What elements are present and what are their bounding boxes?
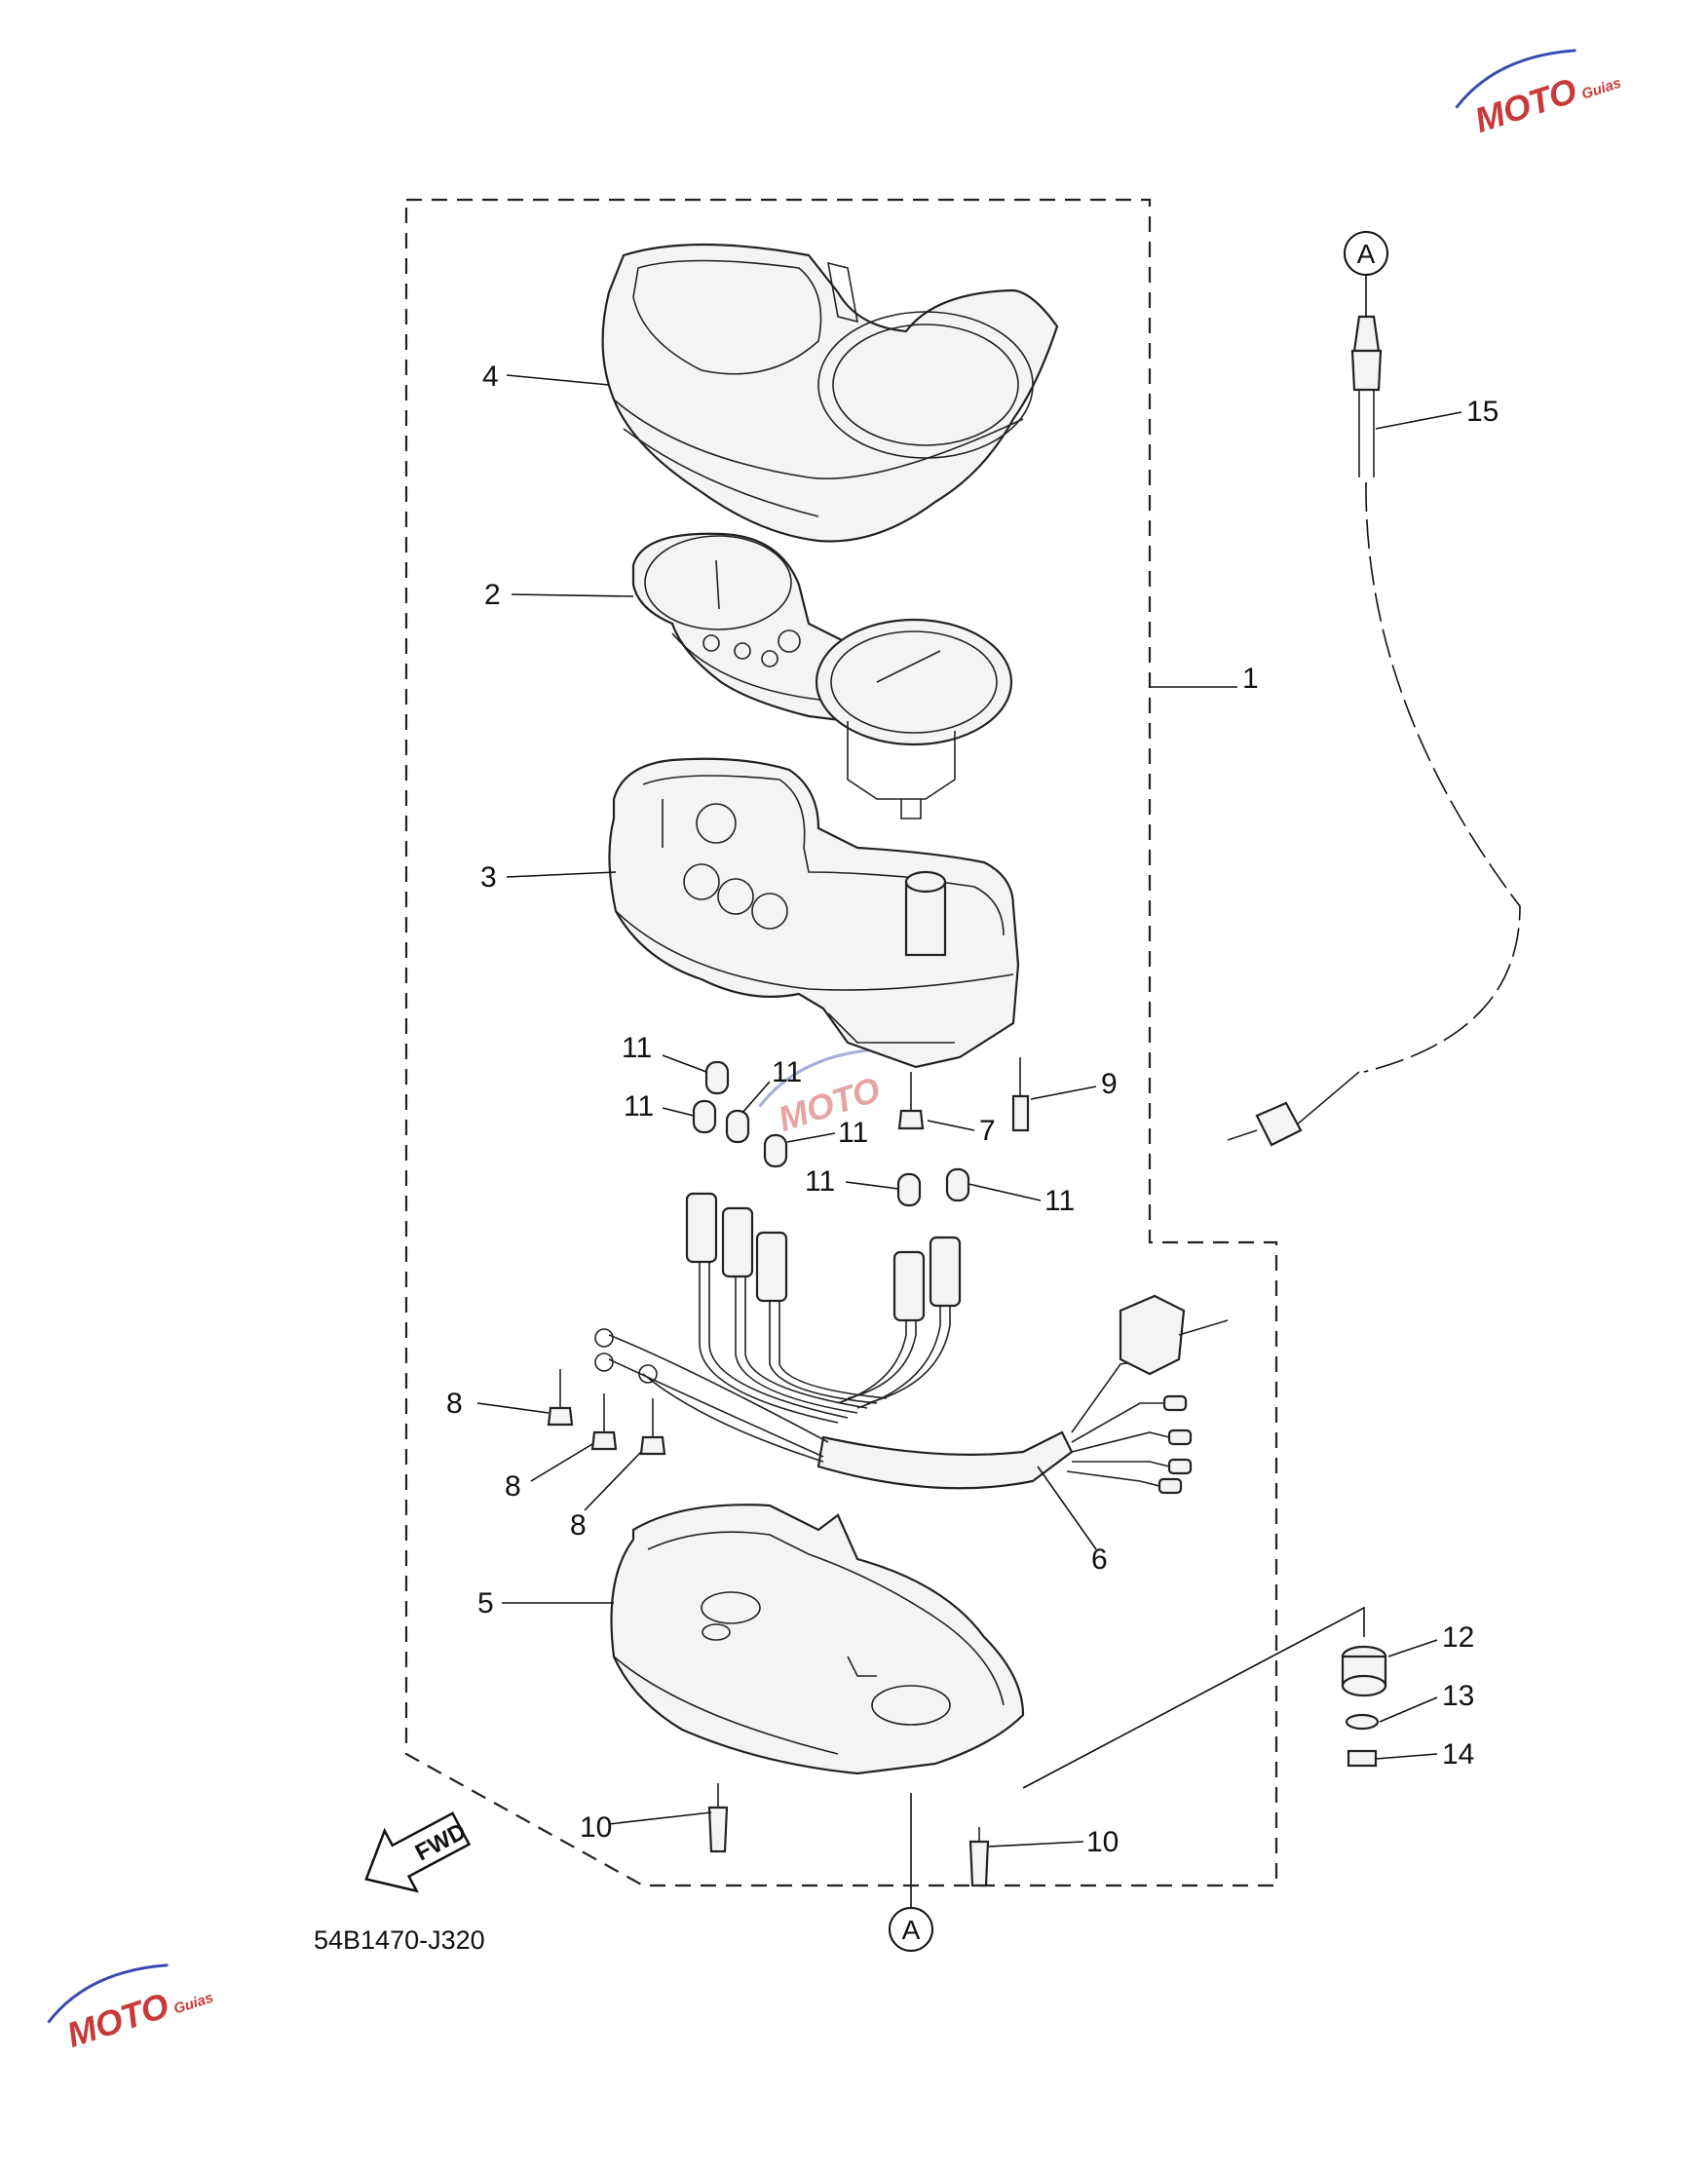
reference-mark-bottom-text: A [902,1915,921,1945]
callout-13: 13 [1442,1680,1474,1712]
reference-mark-bottom: A [889,1793,933,1952]
speedometer-cable-part-15 [1227,315,1521,1147]
callout-5: 5 [477,1587,494,1619]
watermark-suffix-2: Guias [171,1990,215,2018]
damper-washer-nut [1022,1606,1387,1789]
callout-9: 9 [1101,1068,1118,1100]
leader-lines [476,374,1462,1847]
assembly-boundary [404,198,1278,1887]
callout-8-c: 8 [570,1509,587,1542]
callout-11-f: 11 [1044,1185,1075,1217]
callout-11-d: 11 [838,1117,868,1149]
callout-11-b: 11 [624,1090,654,1123]
meter-faces-part-2 [631,532,1013,819]
reference-mark-top: A [1344,231,1388,317]
fwd-arrow: FWD [364,1811,472,1893]
watermark-suffix: Guias [1579,75,1623,103]
bulbs-part-11 [692,1060,970,1207]
callout-6: 6 [1091,1543,1108,1576]
watermark-top: MOTO Guias [1455,49,1623,140]
callout-1: 1 [1242,663,1259,695]
callout-2: 2 [484,579,501,611]
callout-4: 4 [482,361,499,393]
callout-10-a: 10 [580,1811,612,1844]
reference-mark-top-text: A [1357,239,1376,269]
bolts [547,1057,1030,1456]
screws-part-10 [707,1783,990,1887]
callout-15: 15 [1466,396,1499,428]
meter-case-part-3 [608,757,1020,1069]
callout-14: 14 [1442,1738,1474,1771]
watermark-brand-2: MOTO [62,1985,174,2055]
meter-lower-case-part-5 [610,1504,1025,1775]
callout-labels: 4 2 3 1 5 6 7 8 8 8 9 10 10 11 11 11 11 … [446,361,1499,1858]
wire-harness-part-6 [594,1192,1229,1495]
callout-12: 12 [1442,1621,1474,1654]
callout-10-b: 10 [1086,1826,1119,1858]
watermark-bottom: MOTO Guias [47,1963,215,2055]
callout-11-a: 11 [622,1032,652,1064]
callout-11-c: 11 [772,1056,802,1088]
callout-7: 7 [979,1115,996,1147]
watermark-brand: MOTO [1470,70,1582,140]
drawing-code: 54B1470-J320 [314,1925,485,1955]
meter-cover-part-4 [601,243,1059,543]
callout-11-e: 11 [805,1165,835,1198]
callout-3: 3 [480,861,497,894]
callout-8-a: 8 [446,1388,463,1420]
callout-8-b: 8 [505,1470,521,1503]
